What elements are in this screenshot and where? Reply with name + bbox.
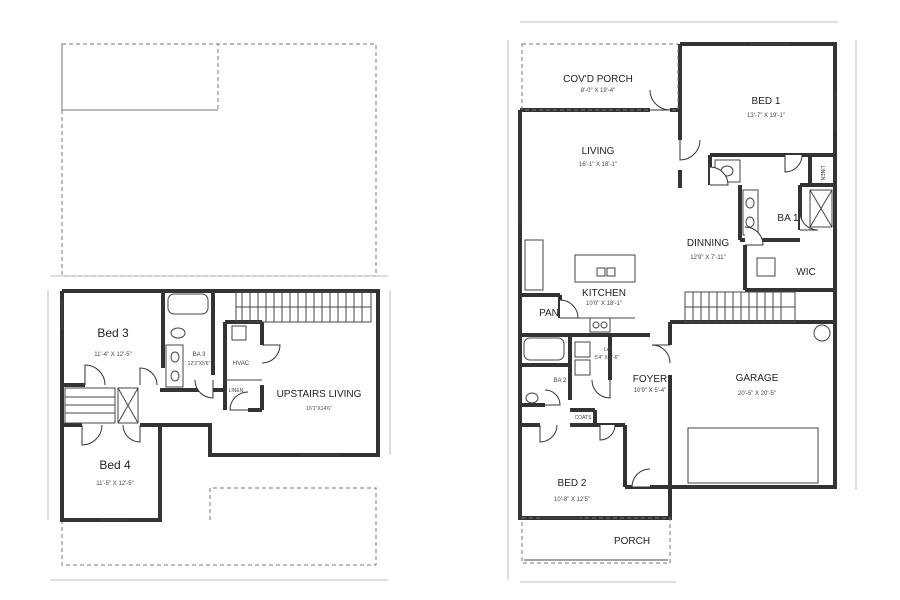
door-icon bbox=[122, 424, 141, 443]
door-icon bbox=[139, 367, 158, 386]
room-name-ba-3: BA 3 bbox=[193, 352, 206, 358]
main-exterior-wall-right bbox=[670, 42, 837, 489]
main-floor-plan: COV'D PORCH 8'-0" X 19'-4" BED 1 13'-7" … bbox=[507, 21, 857, 583]
room-name-kitchen: KITCHEN bbox=[582, 288, 626, 299]
room-name-coats: COATS bbox=[575, 415, 593, 421]
door-icon bbox=[229, 391, 249, 411]
door-icon bbox=[591, 379, 611, 399]
upper-floor-plan: Bed 3 11'-4" X 12'-5" Bed 4 11'-5" X 12'… bbox=[47, 43, 391, 581]
garage-door-icon bbox=[687, 427, 819, 484]
room-dims-dinning: 12'9" X 7'-11" bbox=[690, 255, 725, 261]
door-icon bbox=[651, 344, 671, 364]
front-porch-outline bbox=[521, 517, 671, 564]
room-name-foyer: FOYER bbox=[633, 374, 667, 385]
room-dims-garage: 20'-5" X 20'-5" bbox=[738, 391, 776, 397]
main-stairs bbox=[684, 291, 796, 323]
door-icon bbox=[784, 154, 803, 173]
hvac-unit-icon bbox=[231, 325, 247, 341]
room-name-garage: GARAGE bbox=[736, 373, 779, 384]
room-name-bed-4: Bed 4 bbox=[99, 458, 131, 472]
room-name-la: LA bbox=[604, 347, 611, 353]
room-dims-la: 5'4" X 6'-6" bbox=[595, 355, 620, 361]
room-dims-kitchen: 10'0" X 18'-1" bbox=[586, 301, 622, 307]
bathtub-icon bbox=[523, 337, 565, 361]
door-icon bbox=[539, 424, 558, 443]
room-dims-bed-1: 13'-7" X 19'-1" bbox=[747, 113, 785, 119]
door-icon bbox=[631, 468, 651, 488]
room-dims-bed-4: 11'-5" X 12'-5" bbox=[96, 481, 133, 487]
door-icon bbox=[194, 379, 214, 399]
room-dims-covd-porch: 8'-0" X 19'-4" bbox=[581, 88, 616, 94]
closet-icon bbox=[756, 257, 776, 277]
room-name-bed-3: Bed 3 bbox=[97, 326, 129, 340]
counter-icon bbox=[524, 239, 544, 291]
upper-exterior-wall bbox=[60, 289, 380, 522]
door-icon bbox=[744, 226, 764, 246]
roof-outline bbox=[61, 43, 377, 277]
door-icon bbox=[599, 424, 616, 441]
room-name-linen-main: LINEN bbox=[819, 166, 825, 181]
room-dims-ba-3: 12'3"X5'6" bbox=[188, 361, 211, 367]
bathtub-icon bbox=[167, 293, 209, 315]
roof-outline-inner bbox=[61, 43, 219, 111]
room-name-wic: WIC bbox=[796, 267, 815, 278]
door-icon bbox=[81, 424, 103, 446]
room-name-ba-1: BA 1 bbox=[777, 213, 799, 224]
washer-icon bbox=[574, 341, 591, 358]
room-dims-bed-2: 10'-8" X 12'5" bbox=[554, 497, 590, 503]
room-name-bed-2: BED 2 bbox=[558, 478, 587, 489]
room-name-dinning: DINNING bbox=[687, 238, 729, 249]
room-name-pan: PAN bbox=[539, 308, 559, 319]
door-icon bbox=[799, 211, 819, 231]
covered-porch-outline bbox=[521, 43, 679, 111]
room-dims-upstairs-living: 16'1"X14'6" bbox=[306, 406, 332, 412]
door-icon bbox=[709, 166, 729, 186]
dryer-icon bbox=[574, 359, 591, 376]
room-name-covd-porch: COV'D PORCH bbox=[563, 74, 633, 85]
door-icon bbox=[261, 344, 281, 364]
room-name-ba-2: BA 2 bbox=[554, 378, 567, 384]
water-heater-icon bbox=[813, 324, 831, 342]
room-name-porch: PORCH bbox=[614, 536, 650, 547]
room-dims-living: 16'-1" X 18'-1" bbox=[579, 162, 617, 168]
upper-stairs bbox=[64, 291, 372, 424]
room-name-linen: LINEN bbox=[229, 388, 244, 394]
door-icon bbox=[84, 364, 106, 386]
room-dims-foyer: 10'9" X 5'-4" bbox=[634, 388, 667, 394]
door-icon bbox=[544, 389, 561, 406]
door-icon bbox=[559, 299, 579, 319]
door-icon bbox=[679, 139, 701, 161]
toilet-icon bbox=[170, 327, 186, 339]
room-name-upstairs-living: UPSTAIRS LIVING bbox=[277, 389, 362, 400]
door-icon bbox=[649, 89, 671, 111]
toilet-icon bbox=[525, 392, 539, 404]
porch-roof-outline bbox=[61, 487, 377, 566]
room-name-hvac: HVAC bbox=[233, 361, 250, 367]
room-name-living: LIVING bbox=[582, 146, 615, 157]
room-dims-bed-3: 11'-4" X 12'-5" bbox=[94, 352, 131, 358]
room-name-bed-1: BED 1 bbox=[752, 96, 781, 107]
